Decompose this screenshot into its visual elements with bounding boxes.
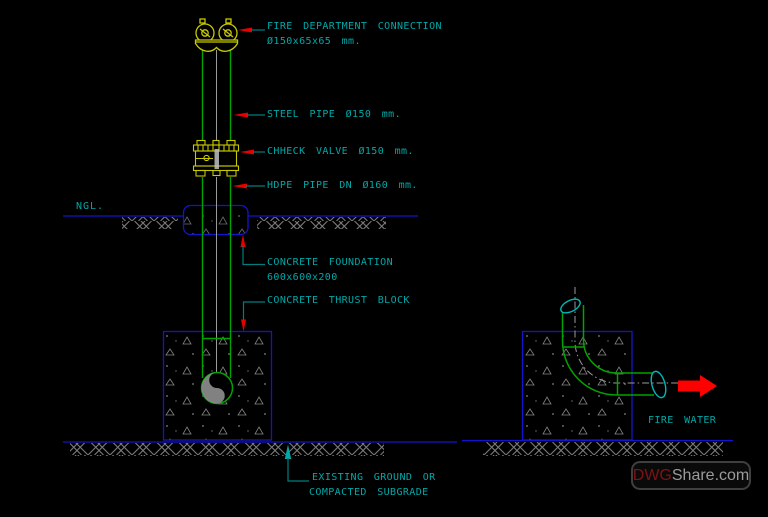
leader-existing-ground [284, 444, 309, 482]
label-hdpe-pipe: HDPE PIPE DN Ø160 mm. [267, 180, 418, 191]
leader-arrow-icon [240, 234, 246, 247]
ngl-hatch-right [257, 217, 386, 229]
bottom-ground-line-left [63, 441, 457, 456]
leader-arrow-icon [240, 149, 254, 155]
valve-stem-highlight [214, 149, 219, 169]
bottom-ground-line-right [462, 439, 733, 456]
leader-check-valve [240, 149, 265, 155]
label-thrust-block: CONCRETE THRUST BLOCK [267, 295, 410, 306]
leader-arrow-icon [284, 444, 292, 459]
fire-department-connection-icon [194, 18, 239, 52]
watermark-prefix: DWG [632, 466, 672, 484]
label-steel-pipe: STEEL PIPE Ø150 mm. [267, 109, 401, 120]
check-valve-icon [192, 139, 240, 177]
label-fdc-line1: FIRE DEPARTMENT CONNECTION [267, 21, 442, 32]
label-foundation-line1: CONCRETE FOUNDATION [267, 257, 393, 268]
leader-hdpe-pipe [232, 183, 265, 189]
leader-arrow-icon [241, 319, 246, 332]
riser-pipe [200, 48, 234, 405]
bottom-hatch-right [483, 442, 723, 456]
elbow-centerline [574, 287, 681, 384]
pipe-open-end-top [560, 298, 581, 314]
ngl-hatch-left [122, 217, 178, 229]
label-fdc-line2: Ø150x65x65 mm. [267, 35, 361, 47]
label-existing-ground-line2: COMPACTED SUBGRADE [309, 487, 429, 498]
fire-water-arrow-icon [678, 375, 717, 397]
label-foundation-line2: 600x600x200 [267, 271, 338, 283]
leader-arrow-icon [238, 27, 252, 33]
thrust-block-right [521, 330, 633, 441]
watermark-suffix: Share.com [671, 466, 750, 484]
elbow-pipe [560, 287, 681, 399]
pipe-open-end-right [650, 370, 667, 399]
label-check-valve: CHHECK VALVE Ø150 mm. [267, 146, 414, 157]
pipe-elbow-section-circle [200, 371, 234, 405]
leader-arrow-icon [232, 183, 247, 189]
leader-fdc [238, 27, 265, 33]
bottom-hatch-left [70, 443, 384, 456]
label-ngl: NGL. [76, 201, 105, 212]
leader-thrust-block [241, 301, 265, 332]
leader-foundation [240, 234, 265, 266]
leader-arrow-icon [233, 112, 248, 118]
leader-steel-pipe [233, 112, 265, 118]
label-fire-water: FIRE WATER [648, 415, 717, 426]
concrete-foundation-outline [182, 204, 249, 236]
label-existing-ground-line1: EXISTING GROUND OR [312, 472, 436, 483]
